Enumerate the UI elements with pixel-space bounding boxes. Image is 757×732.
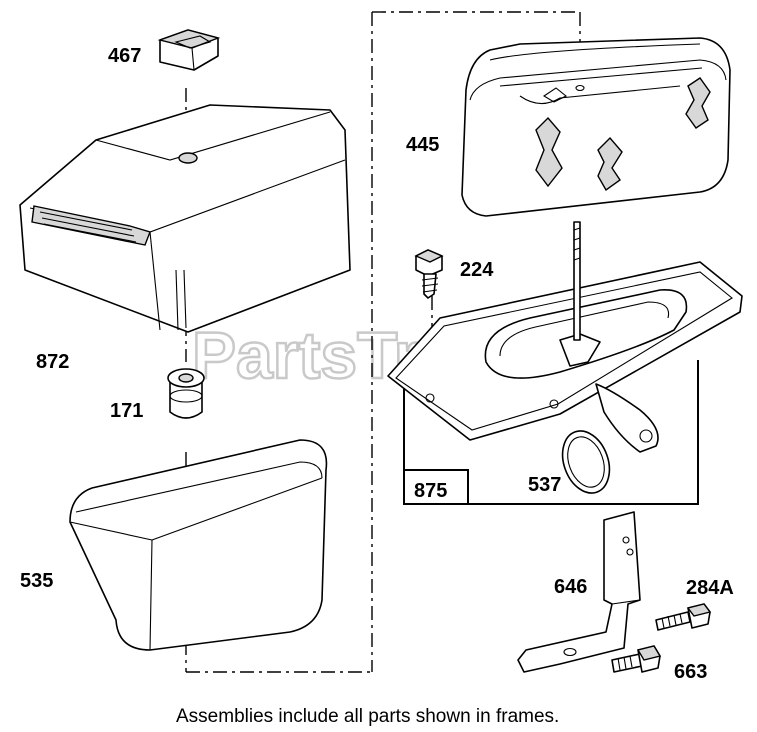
label-875: 875: [414, 480, 447, 502]
label-224: 224: [460, 259, 494, 281]
label-537: 537: [528, 474, 561, 496]
part-224-screw[interactable]: [414, 249, 444, 299]
label-171: 171: [110, 400, 143, 422]
part-537-oring[interactable]: [554, 424, 617, 499]
part-labels: 467 445 224 872 171 875 537 535 646 284A…: [20, 45, 734, 683]
footer-note: Assemblies include all parts shown in fr…: [176, 706, 559, 727]
label-646: 646: [554, 576, 587, 598]
part-663-bolt[interactable]: [611, 645, 662, 673]
part-535-precleaner[interactable]: [69, 439, 328, 651]
part-467-knob[interactable]: [157, 29, 221, 71]
part-284a-bolt[interactable]: [655, 603, 712, 631]
label-663: 663: [674, 661, 707, 683]
part-875-base[interactable]: [387, 221, 743, 453]
label-445: 445: [406, 134, 439, 156]
label-535: 535: [20, 570, 53, 592]
label-467: 467: [108, 45, 141, 67]
part-872-cover[interactable]: [19, 104, 351, 333]
part-171-grommet[interactable]: [167, 368, 205, 419]
part-445-filter[interactable]: [461, 37, 731, 217]
part-646-bracket[interactable]: [517, 511, 641, 673]
assembly-875-frame: [403, 360, 699, 505]
label-284a: 284A: [686, 577, 734, 599]
label-872: 872: [36, 351, 69, 373]
